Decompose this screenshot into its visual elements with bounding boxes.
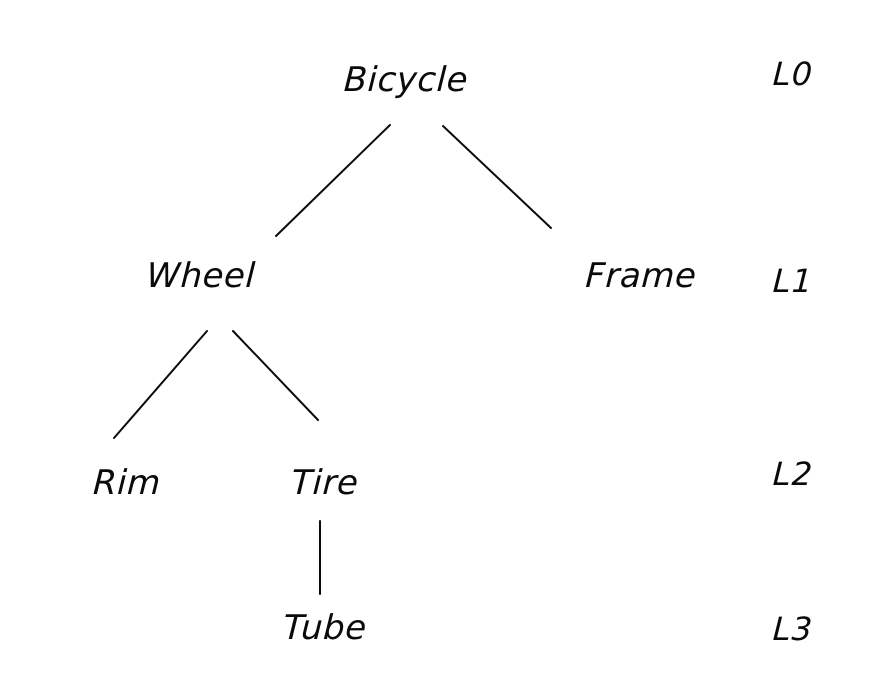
edge-bicycle-frame — [442, 125, 552, 229]
node-bicycle[interactable]: Bicycle — [342, 60, 470, 100]
level-label-l2: L2 — [772, 455, 815, 493]
edge-bicycle-wheel — [275, 124, 391, 237]
node-frame[interactable]: Frame — [584, 256, 698, 296]
node-rim[interactable]: Rim — [92, 463, 162, 503]
node-wheel[interactable]: Wheel — [145, 256, 257, 296]
level-label-l1: L1 — [772, 262, 815, 300]
node-tube[interactable]: Tube — [282, 608, 368, 648]
level-label-l0: L0 — [772, 55, 815, 93]
level-label-l3: L3 — [772, 610, 815, 648]
edge-wheel-rim — [113, 330, 208, 439]
edge-wheel-tire — [232, 330, 319, 421]
node-tire[interactable]: Tire — [290, 463, 360, 503]
